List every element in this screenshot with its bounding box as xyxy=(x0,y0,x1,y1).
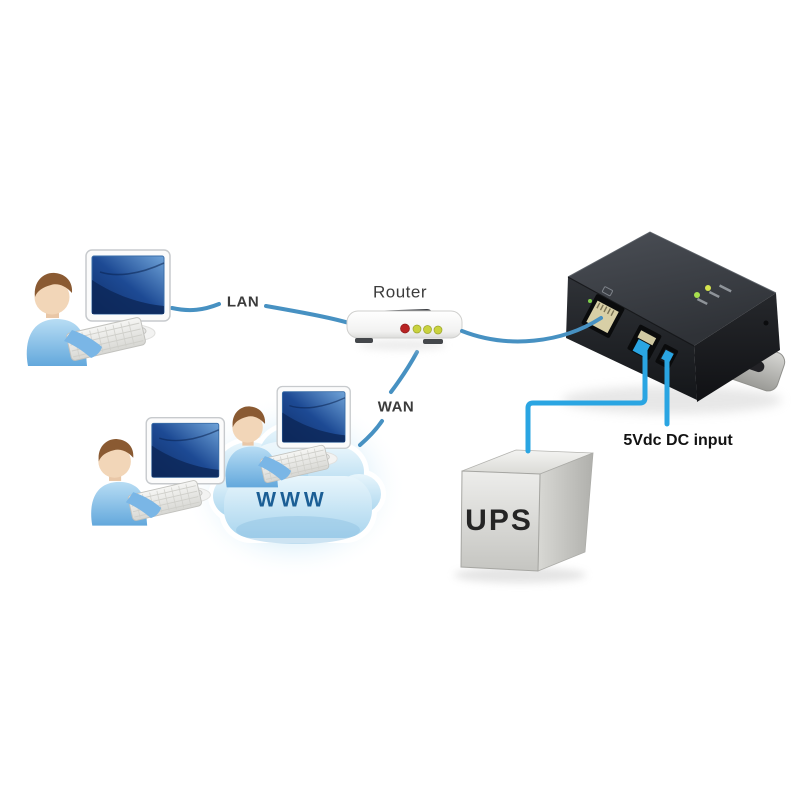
network-adapter-icon xyxy=(562,231,786,414)
router-to-adapter-cable xyxy=(460,316,603,344)
lan-line-left xyxy=(170,302,221,313)
ups-box-icon xyxy=(454,449,594,583)
dc-input-label: 5Vdc DC input xyxy=(623,432,733,449)
www-label: WWW xyxy=(256,488,328,512)
cables xyxy=(460,316,670,454)
lan-label: LAN xyxy=(226,293,260,311)
router-led-green xyxy=(423,325,432,334)
status-leds xyxy=(694,284,732,306)
ethernet-port-led xyxy=(588,299,592,303)
router-led-red xyxy=(400,323,410,334)
wan-label: WAN xyxy=(377,398,415,416)
network-glyph xyxy=(601,286,613,297)
user-workstation-icon xyxy=(25,249,171,367)
network-lines xyxy=(170,302,419,447)
screw-hole xyxy=(763,320,769,326)
router-label: Router xyxy=(372,282,428,302)
lan-line-right xyxy=(264,304,351,325)
wan-line-lower xyxy=(358,419,384,447)
ups-data-cable xyxy=(525,348,648,454)
router-led-green xyxy=(412,324,422,334)
ups-label: UPS xyxy=(465,504,533,537)
router-led-green xyxy=(433,325,443,335)
wan-line-upper xyxy=(389,350,419,394)
router-icon xyxy=(346,309,463,350)
